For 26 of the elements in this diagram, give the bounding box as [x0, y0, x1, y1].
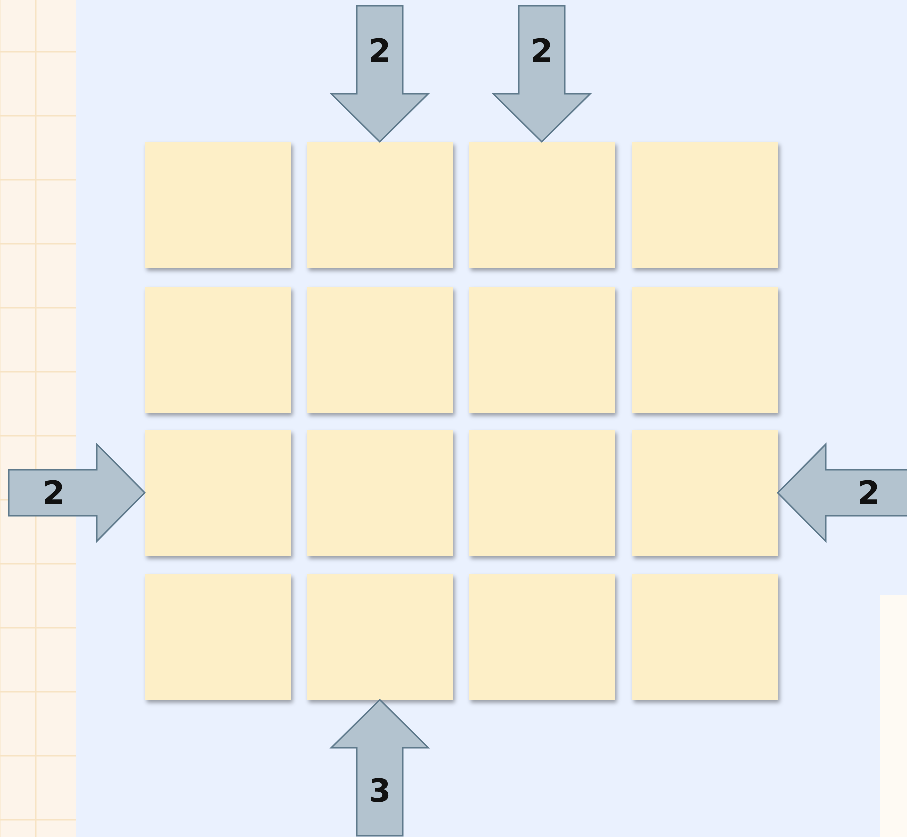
block-arrow	[492, 5, 592, 144]
edge-label: 3	[368, 775, 392, 807]
edge-label: 2	[530, 35, 554, 67]
block-arrow	[8, 442, 146, 544]
grid-cell	[145, 430, 291, 556]
block-arrow	[776, 442, 907, 544]
block-arrow	[330, 698, 430, 837]
edge-label: 2	[42, 477, 66, 509]
grid-cell	[307, 287, 453, 413]
edge-label: 2	[858, 477, 880, 509]
grid-cell	[469, 142, 615, 268]
grid-cell	[469, 430, 615, 556]
grid-cell	[469, 574, 615, 700]
grid-cell	[632, 430, 778, 556]
grid-cell	[632, 574, 778, 700]
block-arrow	[330, 5, 430, 144]
grid-cell	[469, 287, 615, 413]
grid-cell	[145, 574, 291, 700]
grid-cell	[145, 287, 291, 413]
grid-cell	[632, 287, 778, 413]
grid-cell	[632, 142, 778, 268]
grid-cell	[307, 430, 453, 556]
grid-cell	[307, 142, 453, 268]
grid-cell	[307, 574, 453, 700]
edge-label: 2	[368, 35, 392, 67]
grid-cell	[145, 142, 291, 268]
